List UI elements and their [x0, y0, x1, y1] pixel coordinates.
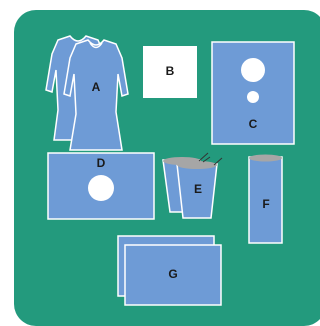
item-label-c: C [249, 117, 258, 131]
item-label-b: B [166, 64, 175, 78]
item-label-a: A [92, 80, 101, 94]
gown-icon [46, 36, 128, 150]
item-label-d: D [97, 156, 106, 170]
item-label-f: F [262, 197, 269, 211]
item-label-e: E [194, 182, 202, 196]
leg-covers-icon [163, 153, 222, 218]
item-label-g: G [168, 267, 177, 281]
